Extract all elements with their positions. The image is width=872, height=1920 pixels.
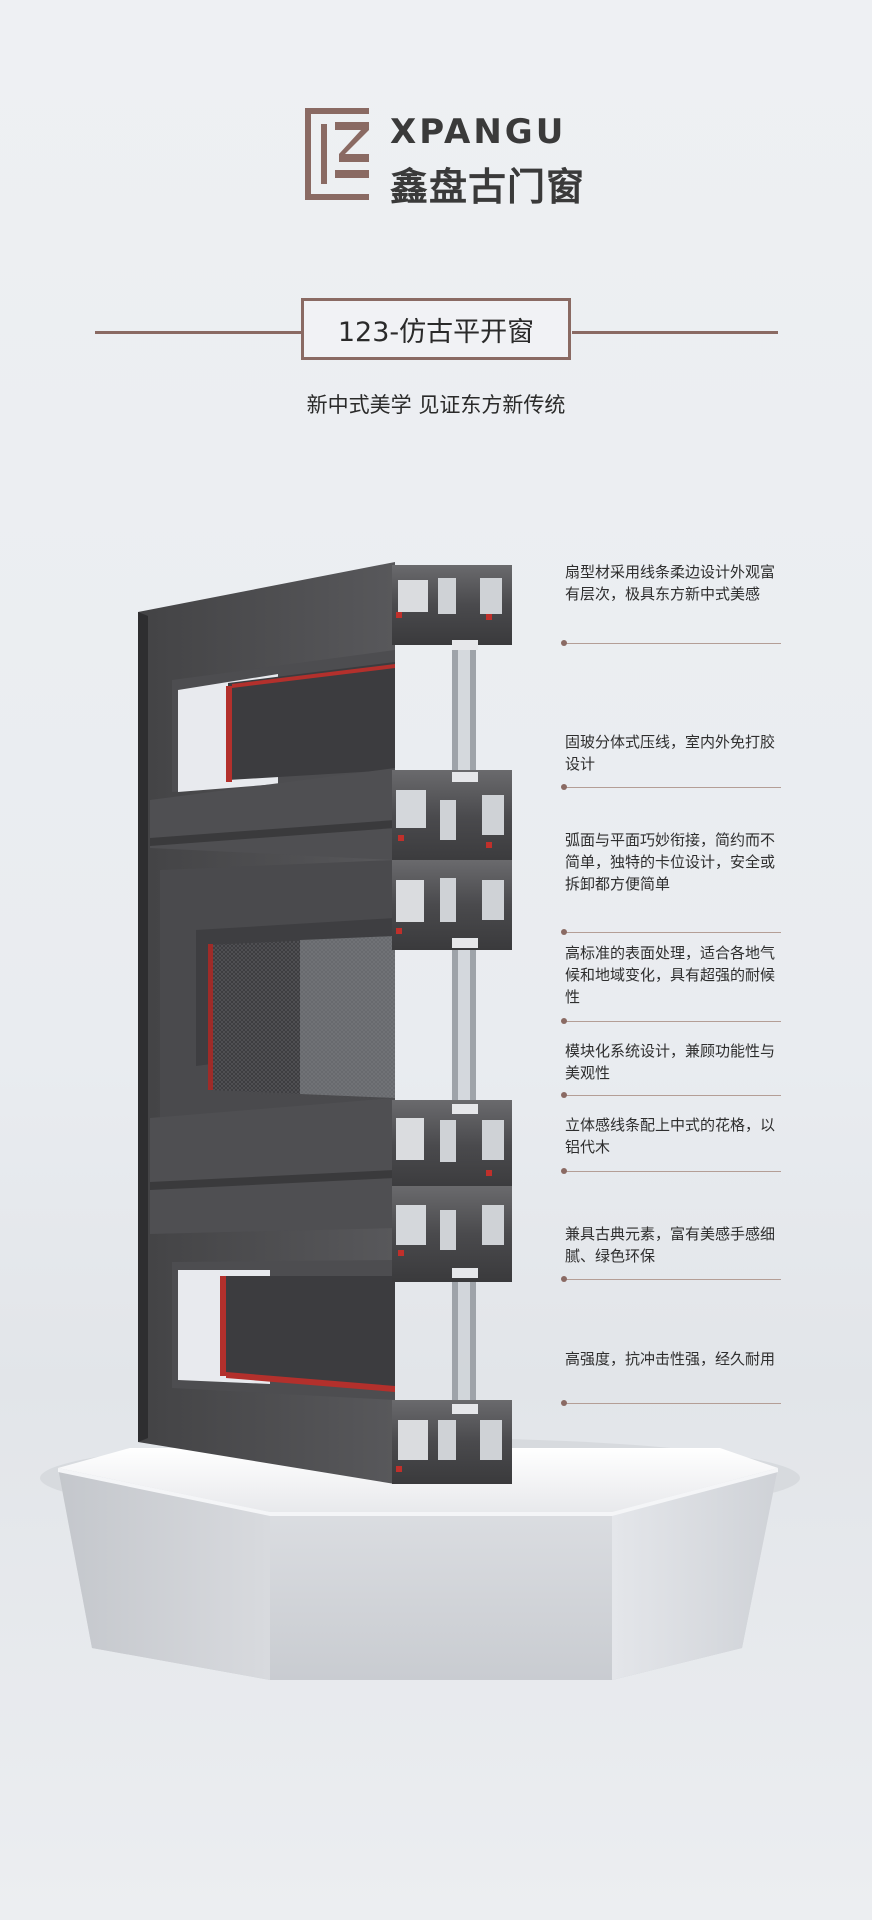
feature-text: 模块化系统设计，兼顾功能性与美观性: [565, 1042, 776, 1082]
page-title: 123-仿古平开窗: [301, 298, 571, 360]
feature-text: 高标准的表面处理，适合各地气候和地域变化，具有超强的耐候性: [565, 944, 776, 1006]
feature-dot: [561, 1276, 567, 1282]
feature-item-4: 高标准的表面处理，适合各地气候和地域变化，具有超强的耐候性: [561, 942, 781, 1024]
feature-dot: [561, 929, 567, 935]
feature-item-2: 固玻分体式压线，室内外免打胶设计: [561, 731, 781, 790]
feature-text: 高强度，抗冲击性强，经久耐用: [565, 1350, 776, 1368]
feature-item-7: 兼具古典元素，富有美感手感细腻、绿色环保: [561, 1223, 781, 1282]
feature-dot: [561, 1168, 567, 1174]
title-divider-right: [572, 331, 778, 334]
feature-rule: [565, 1095, 781, 1096]
feature-rule: [565, 643, 781, 644]
feature-rule: [565, 787, 781, 788]
brand-name-cn: 鑫盘古门窗: [390, 165, 586, 209]
feature-item-5: 模块化系统设计，兼顾功能性与美观性: [561, 1040, 781, 1098]
feature-item-1: 扇型材采用线条柔边设计外观富有层次，极具东方新中式美感: [561, 561, 781, 646]
feature-item-3: 弧面与平面巧妙衔接，简约而不简单，独特的卡位设计，安全或拆卸都方便简单: [561, 829, 781, 935]
feature-rule: [565, 1171, 781, 1172]
brand-mark-icon: [305, 108, 369, 200]
feature-dot: [561, 1092, 567, 1098]
feature-text: 扇型材采用线条柔边设计外观富有层次，极具东方新中式美感: [565, 563, 776, 603]
feature-text: 兼具古典元素，富有美感手感细腻、绿色环保: [565, 1225, 776, 1265]
feature-dot: [561, 1400, 567, 1406]
feature-text: 固玻分体式压线，室内外免打胶设计: [565, 733, 776, 773]
feature-dot: [561, 784, 567, 790]
feature-dot: [561, 1018, 567, 1024]
feature-text: 弧面与平面巧妙衔接，简约而不简单，独特的卡位设计，安全或拆卸都方便简单: [565, 831, 776, 893]
feature-rule: [565, 932, 781, 933]
feature-item-8: 高强度，抗冲击性强，经久耐用: [561, 1348, 781, 1406]
feature-rule: [565, 1021, 781, 1022]
page-subtitle: 新中式美学 见证东方新传统: [306, 393, 566, 417]
brand-name-en: XPANGU: [390, 112, 567, 152]
feature-rule: [565, 1279, 781, 1280]
title-divider-left: [95, 331, 301, 334]
brand-logo: XPANGU 鑫盘古门窗: [305, 108, 584, 209]
feature-item-6: 立体感线条配上中式的花格，以铝代木: [561, 1114, 781, 1174]
feature-dot: [561, 640, 567, 646]
feature-text: 立体感线条配上中式的花格，以铝代木: [565, 1116, 776, 1156]
feature-rule: [565, 1403, 781, 1404]
